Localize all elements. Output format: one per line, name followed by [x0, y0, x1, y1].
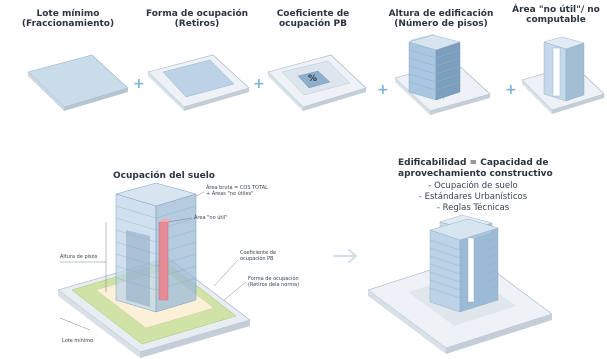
label-line: Área bruta = COS TOTAL: [206, 185, 268, 191]
title-line: Edificabilidad = Capacidad de: [398, 158, 549, 168]
heading-line: Forma de ocupación: [145, 9, 249, 19]
edificabilidad-list: - Ocupación de suelo - Estándares Urbaní…: [398, 181, 548, 214]
heading-line: (Retiros): [174, 19, 220, 29]
label-line: (Retiros dela norma): [248, 282, 300, 288]
plus-sign: +: [377, 82, 389, 98]
label-line: Coeficiente de: [240, 250, 277, 256]
label-line: ocupación PB: [240, 256, 274, 262]
plus-sign: +: [133, 76, 145, 92]
edificabilidad-title: Edificabilidad = Capacidad de aprovecham…: [398, 158, 553, 180]
ocupacion-title: Ocupación del suelo: [113, 171, 215, 181]
heading-line: Lote mínimo: [36, 9, 100, 19]
heading-line: computable: [526, 15, 586, 25]
label-lote-minimo: Lote mínimo: [62, 338, 94, 344]
label-line: + Áreas "no útiles": [206, 191, 254, 197]
list-item: - Reglas Técnicas: [436, 203, 510, 213]
label-area-no-util: Área "no útil": [194, 215, 228, 221]
percent-symbol: %: [308, 74, 318, 84]
plus-sign: +: [253, 76, 265, 92]
heading-area-no-util: Área "no útil"/ no computable: [506, 5, 606, 25]
label-area-bruta: Área bruta = COS TOTAL + Áreas "no útile…: [206, 185, 268, 197]
label-altura-pisos: Altura de pisos: [60, 254, 98, 260]
heading-line: ocupación PB: [278, 19, 348, 29]
plus-sign: +: [505, 82, 517, 98]
title-line: aprovechamiento constructivo: [398, 169, 553, 179]
heading-line: Altura de edificación: [388, 9, 494, 19]
heading-line: Coeficiente de: [276, 9, 350, 19]
heading-altura: Altura de edificación (Número de pisos): [382, 9, 500, 29]
heading-line: (Fraccionamiento): [21, 19, 115, 29]
label-forma-ocupacion: Forma de ocupación (Retiros dela norma): [248, 276, 299, 288]
label-coeficiente: Coeficiente de ocupación PB: [240, 250, 276, 262]
list-item: - Ocupación de suelo: [428, 181, 518, 191]
list-item: - Estándares Urbanísticos: [418, 192, 528, 202]
heading-lote-minimo: Lote mínimo (Fraccionamiento): [18, 9, 118, 29]
heading-line: Área "no útil"/ no: [512, 5, 600, 15]
label-line: Forma de ocupación: [248, 276, 299, 282]
heading-line: (Número de pisos): [394, 19, 488, 29]
heading-coeficiente: Coeficiente de ocupación PB: [270, 9, 356, 29]
heading-forma-ocupacion: Forma de ocupación (Retiros): [143, 9, 251, 29]
